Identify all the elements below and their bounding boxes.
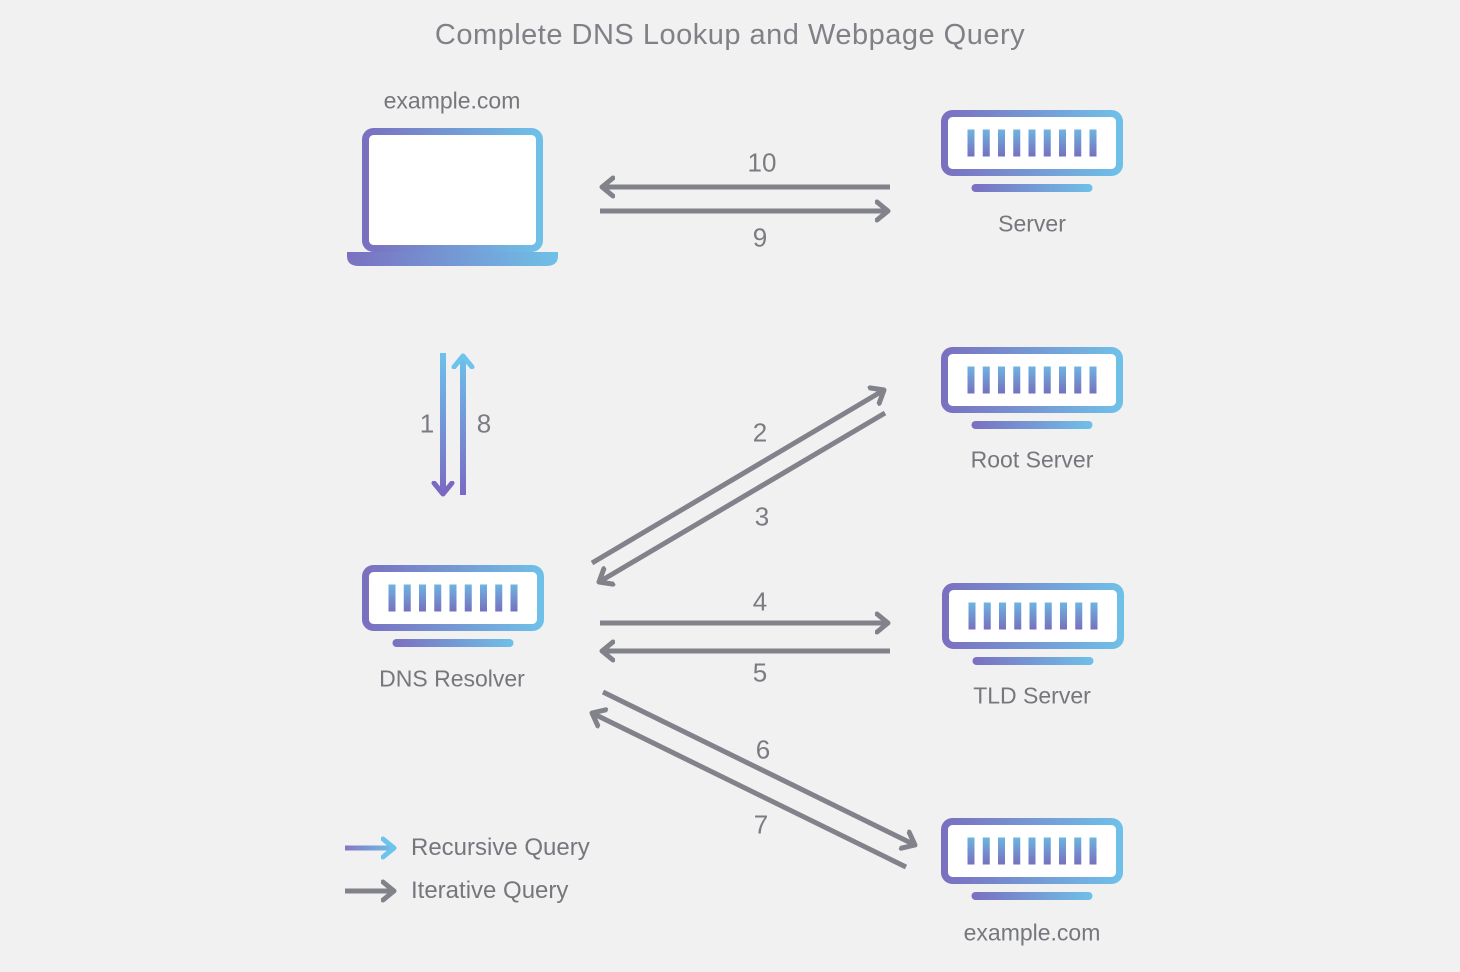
arrow-step-6 — [601, 689, 915, 845]
step-number-5: 5 — [752, 657, 768, 688]
legend-recursive-label: Recursive Query — [411, 834, 590, 861]
arrow-step-3 — [599, 410, 887, 582]
arrow-step-2 — [590, 390, 884, 566]
step-number-1: 1 — [419, 408, 435, 439]
client-laptop-icon — [347, 128, 558, 266]
step-number-10: 10 — [747, 147, 777, 178]
step-number-7: 7 — [753, 809, 769, 840]
dns-resolver-label: DNS Resolver — [379, 665, 525, 692]
step-number-2: 2 — [752, 417, 768, 448]
root-server-icon — [945, 351, 1120, 430]
legend-iterative-label: Iterative Query — [411, 877, 569, 904]
tld-server-icon — [946, 587, 1121, 666]
step-number-6: 6 — [755, 734, 771, 765]
root-server-label: Root Server — [970, 446, 1094, 473]
web-server-icon — [945, 114, 1120, 193]
step-number-8: 8 — [476, 408, 492, 439]
web-server-label: Server — [998, 210, 1066, 237]
diagram-title: Complete DNS Lookup and Webpage Query — [434, 19, 1026, 51]
authoritative-server-icon — [945, 822, 1120, 901]
dns-resolver-icon — [366, 569, 541, 648]
arrow-step-7 — [592, 713, 908, 870]
step-number-9: 9 — [752, 222, 768, 253]
tld-server-label: TLD Server — [973, 682, 1091, 709]
step-number-4: 4 — [752, 586, 768, 617]
step-number-3: 3 — [754, 501, 770, 532]
client-label: example.com — [383, 87, 521, 114]
authoritative-server-label: example.com — [963, 919, 1101, 946]
